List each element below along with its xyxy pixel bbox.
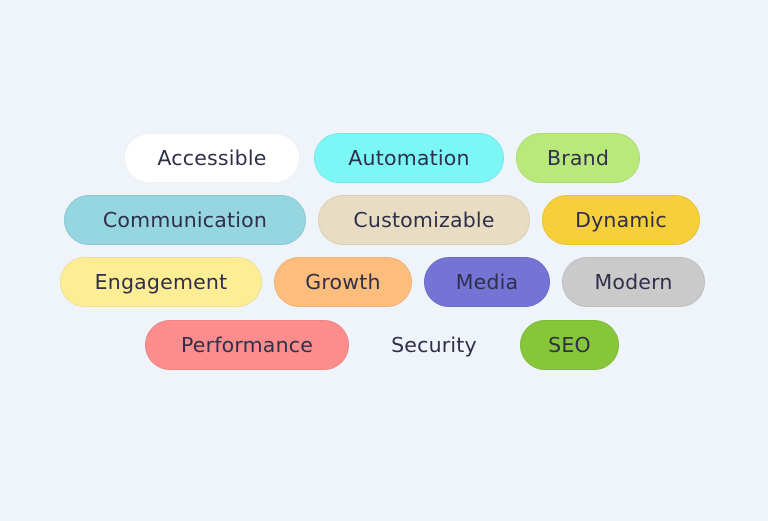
tag-performance[interactable]: Performance xyxy=(145,320,349,370)
tag-row-3: Engagement Growth Media Modern xyxy=(0,257,768,307)
tag-media[interactable]: Media xyxy=(424,257,550,307)
tag-security[interactable]: Security xyxy=(366,320,502,370)
tag-label: Automation xyxy=(348,146,470,170)
tag-label: Brand xyxy=(546,146,610,170)
tag-modern[interactable]: Modern xyxy=(562,257,705,307)
tag-dynamic[interactable]: Dynamic xyxy=(542,195,700,245)
tag-automation[interactable]: Automation xyxy=(314,133,504,183)
tag-label: Growth xyxy=(305,270,381,294)
tag-label: Performance xyxy=(180,333,314,357)
tag-brand[interactable]: Brand xyxy=(516,133,640,183)
tag-customizable[interactable]: Customizable xyxy=(318,195,530,245)
tag-communication[interactable]: Communication xyxy=(64,195,306,245)
tag-accessible[interactable]: Accessible xyxy=(124,133,300,183)
tag-label: Customizable xyxy=(353,208,495,232)
tag-row-2: Communication Customizable Dynamic xyxy=(0,195,768,245)
tag-label: Media xyxy=(455,270,519,294)
tag-label: Security xyxy=(391,333,477,357)
tag-engagement[interactable]: Engagement xyxy=(60,257,262,307)
tag-row-4: Performance Security SEO xyxy=(0,320,768,370)
tag-seo[interactable]: SEO xyxy=(520,320,619,370)
tag-label: Accessible xyxy=(157,146,267,170)
tag-label: Engagement xyxy=(94,270,228,294)
tag-label: Modern xyxy=(594,270,673,294)
tag-growth[interactable]: Growth xyxy=(274,257,412,307)
tag-label: Dynamic xyxy=(575,208,667,232)
tag-label: Communication xyxy=(102,208,268,232)
tag-label: SEO xyxy=(548,333,591,357)
tag-row-1: Accessible Automation Brand xyxy=(0,133,768,183)
